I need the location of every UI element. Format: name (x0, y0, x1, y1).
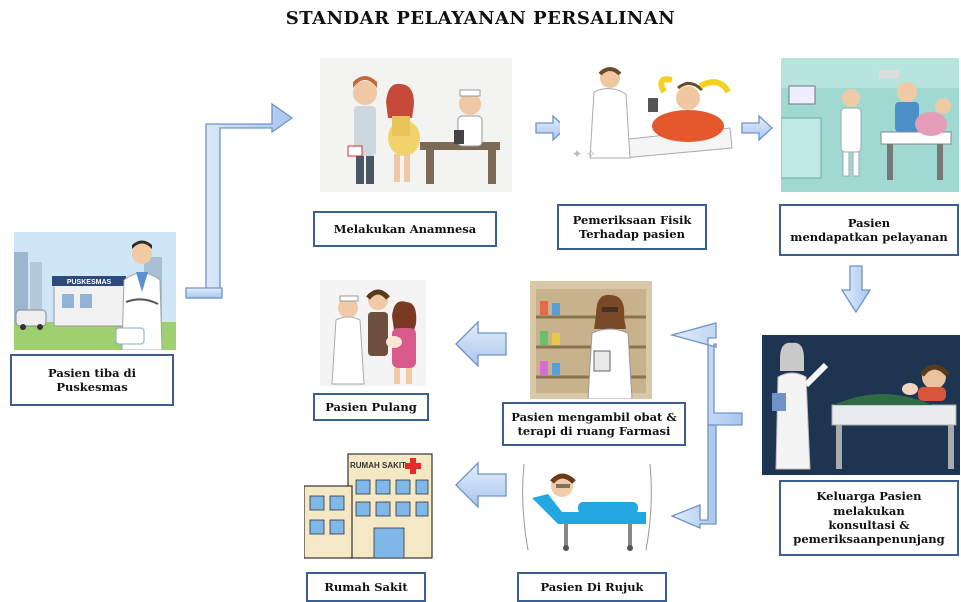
arrow-exam-to-service (741, 114, 773, 142)
step-hospital-box: Rumah Sakit (306, 572, 426, 602)
arrow-service-to-consult (840, 265, 872, 314)
step-consult-box: Keluarga Pasien melakukan konsultasi & p… (779, 480, 959, 556)
hospital-sign: RUMAH SAKIT (350, 461, 406, 470)
step-referred-box: Pasien Di Rujuk (517, 572, 667, 602)
physical-exam-illustration: ✦ ✧ (560, 58, 738, 168)
family-consult-illustration (762, 335, 960, 475)
arrow-pharmacy-to-discharge (455, 320, 507, 368)
puskesmas-sign: PUSKESMAS (67, 279, 112, 286)
hospital-illustration: RUMAH SAKIT (304, 450, 436, 560)
arrow-referred-to-hospital (455, 461, 507, 509)
step-arrival-box: Pasien tiba di Puskesmas (10, 354, 174, 406)
discharge-illustration (320, 280, 426, 386)
anamnesa-illustration (320, 58, 512, 192)
step-discharge-box: Pasien Pulang (313, 393, 429, 421)
puskesmas-doctor-illustration: PUSKESMAS (14, 232, 176, 350)
referred-patient-illustration (518, 458, 656, 554)
diagram-title: STANDAR PELAYANAN PERSALINAN (285, 8, 676, 29)
step-service-box: Pasien mendapatkan pelayanan (779, 204, 959, 256)
step-anamnesa-box: Melakukan Anamnesa (313, 211, 497, 247)
delivery-room-illustration (781, 58, 959, 192)
pharmacy-illustration (530, 281, 652, 399)
step-pharmacy-box: Pasien mengambil obat & terapi di ruang … (502, 402, 686, 446)
step-physical-exam-box: Pemeriksaan Fisik Terhadap pasien (557, 204, 707, 250)
svg-text:✦ ✧: ✦ ✧ (572, 147, 596, 161)
arrow-arrival-to-anamnesa (188, 102, 294, 299)
arrow-anamnesa-to-exam (535, 114, 567, 142)
